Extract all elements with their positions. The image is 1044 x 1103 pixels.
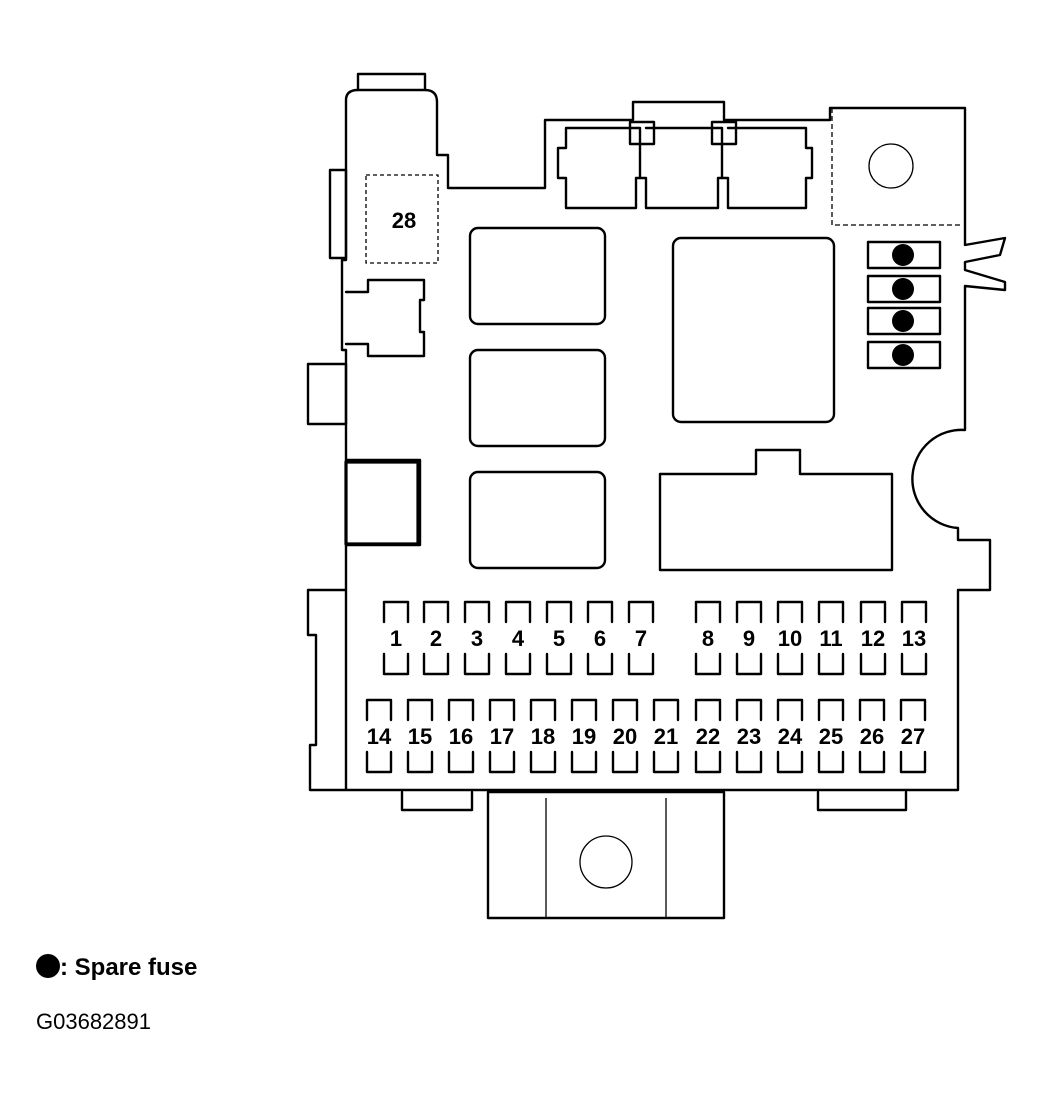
fuse-number-label: 25 xyxy=(819,724,843,749)
fuse-number-label: 23 xyxy=(737,724,761,749)
fuse-number-label: 12 xyxy=(861,626,885,651)
fuse-slot xyxy=(859,600,887,676)
fuse-28-slot xyxy=(365,174,439,264)
fuse-number-label: 19 xyxy=(572,724,596,749)
mount-hole-top xyxy=(868,143,914,189)
legend: : Spare fuse xyxy=(36,954,197,982)
fuse-number-label: 11 xyxy=(819,626,842,651)
mount-hole-bottom xyxy=(579,835,633,889)
fuse-number-label: 13 xyxy=(902,626,926,651)
left-tab xyxy=(306,362,348,426)
fuse-slot xyxy=(406,698,434,774)
fuse-slot xyxy=(817,600,845,676)
fuse-number-label: 6 xyxy=(594,626,606,651)
fuse-number-label: 20 xyxy=(613,724,637,749)
fuse-number-label: 27 xyxy=(901,724,925,749)
spare-fuse-icon xyxy=(892,344,914,366)
fuse-number-label: 14 xyxy=(367,724,392,749)
fuse-slot xyxy=(529,698,557,774)
fuse-number-label: 17 xyxy=(490,724,514,749)
fuse-slot xyxy=(900,600,928,676)
fuse-number-label: 3 xyxy=(471,626,483,651)
small-connector xyxy=(344,278,426,358)
fuse-slot xyxy=(694,600,722,676)
fuse-number-label: 24 xyxy=(778,724,803,749)
left-clip xyxy=(328,168,348,260)
spare-fuse-icon xyxy=(892,278,914,300)
fuse-row-2: 14 15 16 17 18 19 20 21 22 23 24 25 26 27 xyxy=(365,698,927,774)
fuse-number-label: 22 xyxy=(696,724,720,749)
figure-id: G03682891 xyxy=(36,1009,151,1034)
fuse-slot xyxy=(735,698,763,774)
relay-1 xyxy=(468,226,607,326)
top-tab xyxy=(356,72,427,92)
fuse-slot xyxy=(447,698,475,774)
bottom-mount xyxy=(400,790,908,920)
fuse-slot xyxy=(488,698,516,774)
fuse-slot xyxy=(463,600,491,676)
fuse-number-label: 5 xyxy=(553,626,565,651)
fuse-number-label: 10 xyxy=(778,626,802,651)
fuse-slot xyxy=(694,698,722,774)
fuse-slot xyxy=(652,698,680,774)
fuse-slot xyxy=(776,600,804,676)
fuse-slot xyxy=(504,600,532,676)
fuse-slot xyxy=(776,698,804,774)
connector-right xyxy=(658,448,894,572)
legend-text: : Spare fuse xyxy=(60,954,198,981)
fuse-slot xyxy=(365,698,393,774)
left-block xyxy=(344,460,420,546)
fuse-number-label: 21 xyxy=(654,724,678,749)
fuse-slot xyxy=(858,698,886,774)
fuse-box-outline xyxy=(306,88,1007,792)
fuse-number-label: 26 xyxy=(860,724,884,749)
relay-large xyxy=(671,236,836,424)
fuse-number-label: 2 xyxy=(430,626,442,651)
fuse-number-label: 7 xyxy=(635,626,647,651)
spare-fuse-icon xyxy=(892,310,914,332)
fuse-slot xyxy=(735,600,763,676)
spare-fuse-icon xyxy=(892,244,914,266)
fuse-number-label: 18 xyxy=(531,724,555,749)
fuse-number-label: 4 xyxy=(512,626,525,651)
fuse-28-label: 28 xyxy=(392,208,416,233)
fuse-number-label: 8 xyxy=(702,626,714,651)
fuse-number-label: 9 xyxy=(743,626,755,651)
fuse-number-label: 1 xyxy=(390,626,402,651)
fuse-slot xyxy=(570,698,598,774)
fuse-slot xyxy=(627,600,655,676)
top-connectors xyxy=(556,120,814,210)
fuse-slot xyxy=(545,600,573,676)
fuse-slot xyxy=(899,698,927,774)
fuse-slot xyxy=(817,698,845,774)
relay-3 xyxy=(468,470,607,570)
fuse-slot xyxy=(382,600,410,676)
fuse-slot xyxy=(422,600,450,676)
fuse-slot xyxy=(611,698,639,774)
spare-fuses xyxy=(866,240,942,370)
fuse-number-label: 15 xyxy=(408,724,432,749)
fuse-slot xyxy=(586,600,614,676)
relay-2 xyxy=(468,348,607,448)
mount-area xyxy=(831,108,960,226)
filled-circle-icon xyxy=(36,954,60,978)
fuse-number-label: 16 xyxy=(449,724,473,749)
